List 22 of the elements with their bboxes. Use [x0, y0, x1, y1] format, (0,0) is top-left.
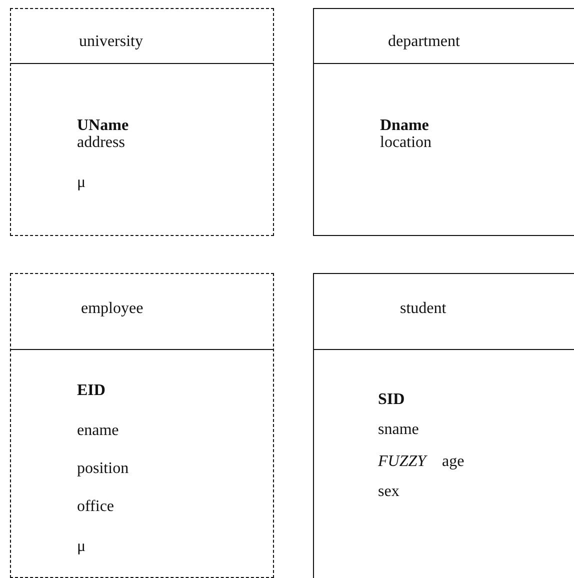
attribute: FUZZY age — [378, 453, 464, 471]
entity-box — [313, 8, 574, 236]
key-attribute: SID — [378, 391, 405, 409]
attribute: office — [77, 498, 114, 516]
key-attribute: UName — [77, 117, 129, 135]
key-attribute: Dname — [380, 117, 429, 135]
attribute: sname — [378, 421, 419, 439]
attribute: address — [77, 134, 125, 152]
entity-box — [10, 8, 274, 236]
entity-box — [313, 273, 574, 578]
entity-name: student — [400, 300, 446, 318]
entity-name: university — [79, 33, 143, 51]
attribute: sex — [378, 483, 400, 501]
attribute: location — [380, 134, 432, 152]
attribute: μ — [77, 538, 86, 556]
entity-name: employee — [81, 300, 144, 318]
attribute: position — [77, 460, 129, 478]
key-attribute: EID — [77, 382, 106, 400]
attribute: μ — [77, 174, 86, 192]
entity-name: department — [388, 33, 460, 51]
entity-box — [10, 273, 274, 578]
attribute: ename — [77, 422, 119, 440]
